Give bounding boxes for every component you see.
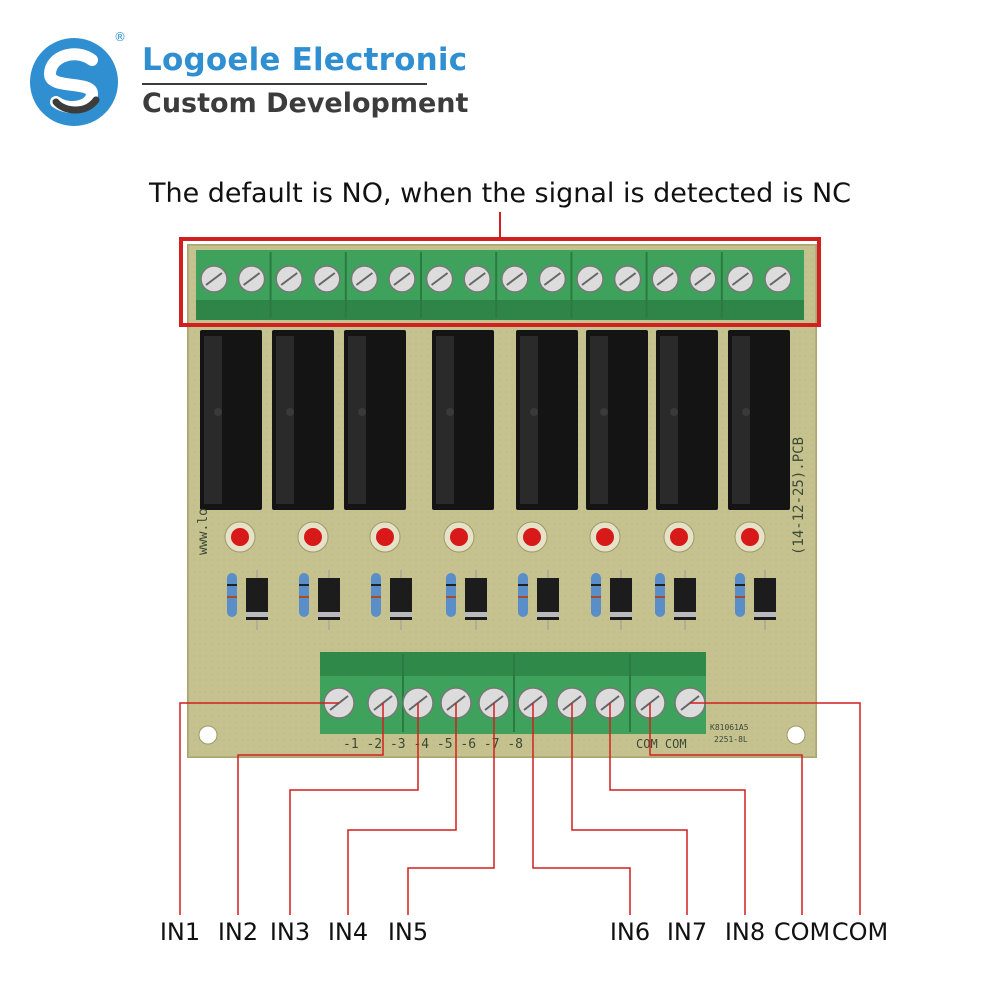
wire-line [609, 703, 746, 915]
resistor [371, 573, 381, 617]
input-label-9: COM [773, 918, 831, 946]
led-indicator [596, 528, 614, 546]
diode [610, 578, 632, 620]
brand-name: Logoele Electronic [142, 42, 468, 78]
led-indicator [376, 528, 394, 546]
silk-bottom-numbers: -1 -2 -3 -4 -5 -6 -7 -8 [343, 737, 523, 752]
wire-line [179, 702, 339, 915]
wire-line [571, 703, 688, 915]
input-label-3: IN3 [269, 918, 311, 946]
input-label-8: IN8 [724, 918, 766, 946]
diode [537, 578, 559, 620]
resistor [299, 573, 309, 617]
resistor [591, 573, 601, 617]
silk-website: www.lo [196, 508, 211, 555]
wire-line [532, 703, 631, 915]
resistor [735, 573, 745, 617]
input-label-10: COM [831, 918, 889, 946]
mount-hole [786, 725, 806, 745]
wire-line [407, 703, 495, 915]
wire-line [347, 703, 457, 915]
led-indicator [231, 528, 249, 546]
led-indicator [741, 528, 759, 546]
resistor [446, 573, 456, 617]
wire-line [289, 703, 419, 915]
led-indicator [450, 528, 468, 546]
diode [246, 578, 268, 620]
wire-line [649, 703, 803, 915]
mount-hole [198, 725, 218, 745]
highlight-box [179, 237, 821, 327]
led-indicator [670, 528, 688, 546]
input-label-4: IN4 [327, 918, 369, 946]
input-label-7: IN7 [666, 918, 708, 946]
headline: The default is NO, when the signal is de… [148, 178, 852, 209]
input-label-1: IN1 [159, 918, 201, 946]
wire-line [690, 702, 861, 915]
silk-part-code-2: 2251-8L [714, 735, 748, 744]
input-label-6: IN6 [609, 918, 651, 946]
relays [200, 330, 790, 510]
input-label-2: IN2 [217, 918, 259, 946]
bottom-terminal-block [320, 652, 706, 734]
top-terminal-block [196, 250, 804, 320]
silk-part-code-1: K81061A5 [710, 723, 749, 732]
resistors-and-diodes [227, 570, 776, 630]
resistor [227, 573, 237, 617]
diode [674, 578, 696, 620]
brand-tagline: Custom Development [142, 88, 469, 119]
led-indicator [304, 528, 322, 546]
logo-divider [142, 83, 427, 85]
silk-com: COM COM [636, 737, 687, 751]
wire-line [237, 703, 384, 915]
wiring-lines [179, 702, 861, 915]
registered-mark: ® [114, 30, 126, 44]
silk-version: (14-12-25).PCB [791, 437, 807, 555]
diode [465, 578, 487, 620]
input-label-5: IN5 [387, 918, 429, 946]
logo-s-icon [30, 38, 118, 126]
resistor [518, 573, 528, 617]
diode [318, 578, 340, 620]
diode [754, 578, 776, 620]
diode [390, 578, 412, 620]
led-indicator [523, 528, 541, 546]
resistor [655, 573, 665, 617]
leds [224, 521, 766, 553]
